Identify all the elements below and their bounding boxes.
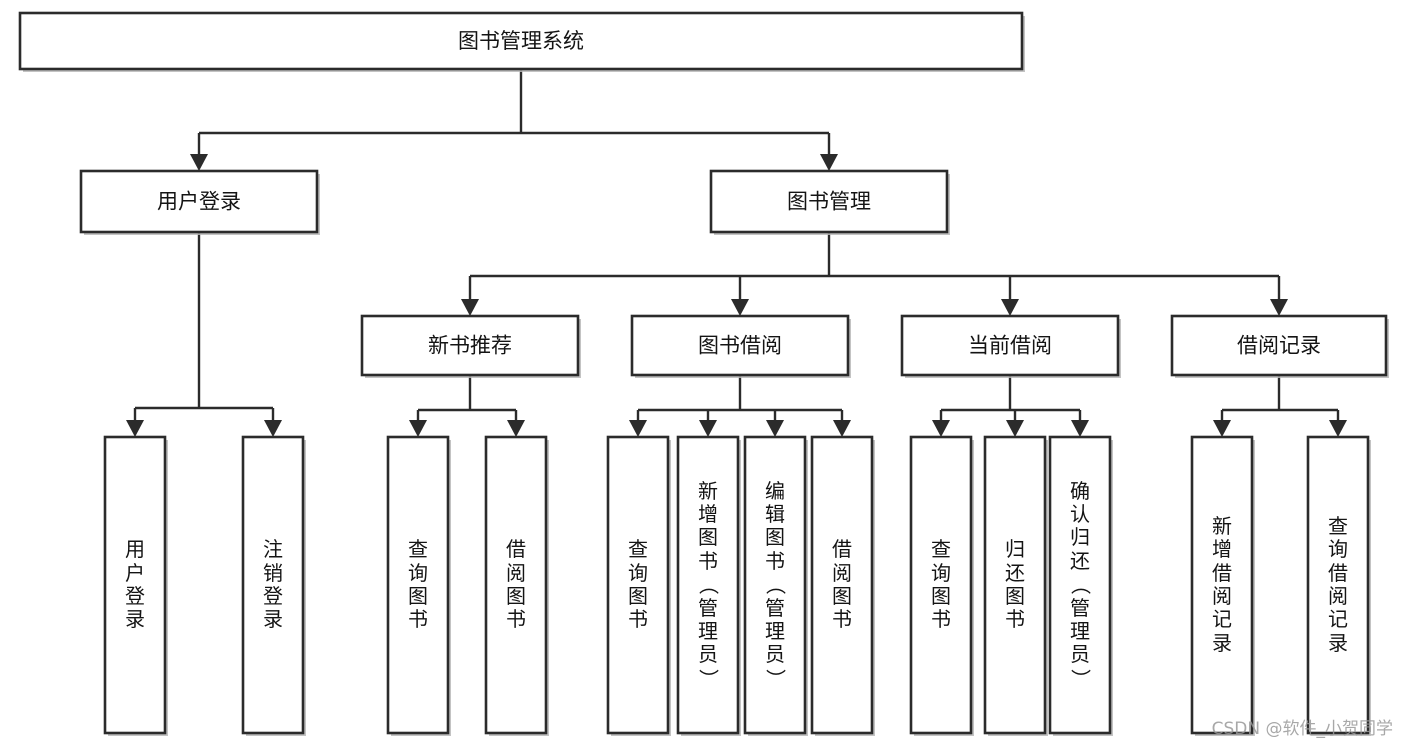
arrow-head-icon (766, 420, 784, 437)
node-box-leaf-user-login[interactable] (103, 435, 167, 735)
arrow-head-icon (409, 420, 427, 437)
node-box-borrow-record[interactable] (1170, 314, 1388, 377)
arrow-head-icon (507, 420, 525, 437)
node-box-leaf-logout[interactable] (241, 435, 305, 735)
node-label-root: 图书管理系统 (458, 29, 584, 53)
node-box-book-manage[interactable] (709, 169, 949, 234)
node-box-user-login[interactable] (79, 169, 319, 234)
node-box-book-borrow[interactable] (630, 314, 850, 377)
arrow-head-icon (264, 420, 282, 437)
node-box-leaf-add-book[interactable] (676, 435, 740, 735)
node-box-layer (18, 11, 1389, 736)
node-box-leaf-borrow-book[interactable] (810, 435, 874, 735)
node-box-root[interactable] (18, 11, 1024, 71)
node-box-leaf-edit-book[interactable] (743, 435, 807, 735)
node-box-leaf-query-record[interactable] (1306, 435, 1370, 735)
node-label-current-borrow: 当前借阅 (968, 334, 1052, 358)
arrow-head-icon (932, 420, 950, 437)
node-label-book-manage: 图书管理 (787, 190, 871, 214)
node-label-user-login: 用户登录 (157, 190, 241, 214)
arrow-head-icon (190, 154, 208, 171)
node-label-new-book-recommend: 新书推荐 (428, 334, 512, 358)
arrow-head-icon (699, 420, 717, 437)
arrow-head-icon (1270, 299, 1288, 316)
node-box-leaf-add-record[interactable] (1190, 435, 1254, 735)
arrow-head-icon (126, 420, 144, 437)
arrow-head-icon (1006, 420, 1024, 437)
arrow-head-icon (629, 420, 647, 437)
node-box-leaf-return-book[interactable] (983, 435, 1047, 735)
arrow-head-icon (1329, 420, 1347, 437)
node-label-borrow-record: 借阅记录 (1237, 334, 1321, 358)
node-label-book-borrow: 图书借阅 (698, 334, 782, 358)
node-box-leaf-borrow-book-rec[interactable] (484, 435, 548, 735)
arrow-head-icon (820, 154, 838, 171)
node-box-leaf-query-book-rec[interactable] (386, 435, 450, 735)
node-box-current-borrow[interactable] (900, 314, 1120, 377)
arrow-head-icon (1213, 420, 1231, 437)
node-box-leaf-query-book-cur[interactable] (909, 435, 973, 735)
node-box-new-book-recommend[interactable] (360, 314, 580, 377)
node-box-leaf-confirm-return[interactable] (1048, 435, 1112, 735)
node-box-leaf-query-book-borrow[interactable] (606, 435, 670, 735)
arrow-head-icon (1071, 420, 1089, 437)
arrow-head-icon (833, 420, 851, 437)
arrow-head-icon (731, 299, 749, 316)
arrow-head-icon (1001, 299, 1019, 316)
connector-layer (126, 69, 1347, 437)
watermark-text: CSDN @软件_小贺同学 (1211, 719, 1393, 739)
arrow-head-icon (461, 299, 479, 316)
